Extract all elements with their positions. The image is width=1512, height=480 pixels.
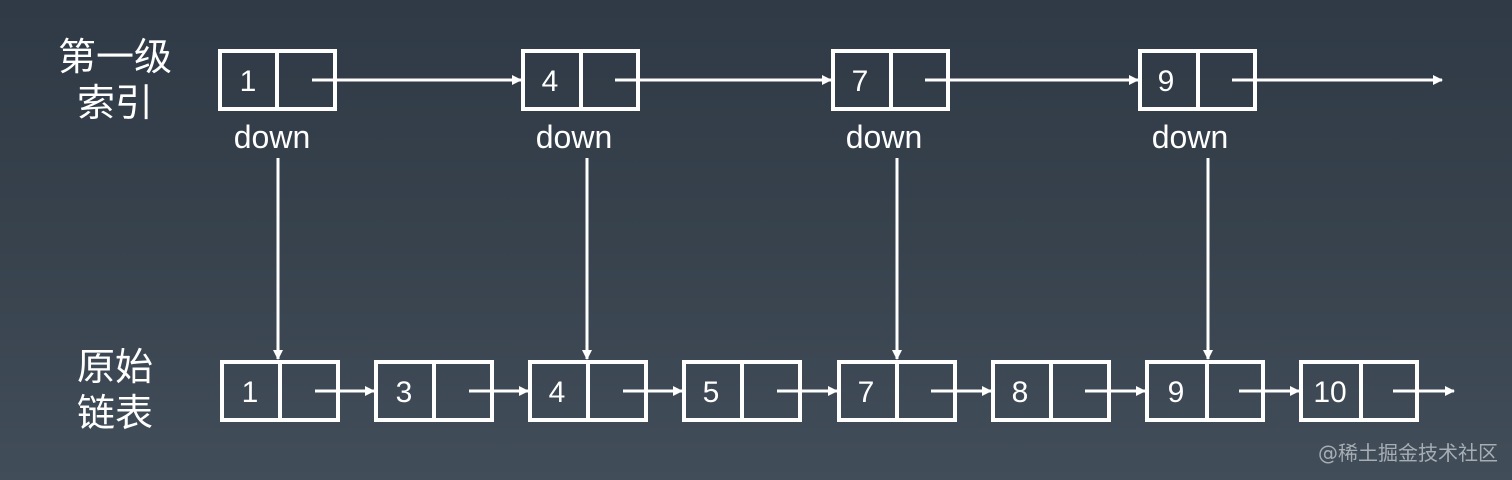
list-node-value: 8 (1012, 376, 1029, 409)
list-node-value: 7 (858, 376, 875, 409)
index-node: 1 down (218, 49, 337, 155)
down-pointer-label: down (846, 119, 923, 155)
index-node: 7 down (831, 49, 950, 155)
original-list-label-line2: 链表 (76, 391, 153, 435)
list-node-value: 9 (1168, 376, 1185, 409)
list-node-value: 4 (549, 376, 566, 409)
list-node-value: 3 (396, 376, 413, 409)
down-pointer-label: down (536, 119, 613, 155)
index-node-value: 4 (542, 65, 559, 98)
index-level-label-line1: 第一级 (57, 35, 172, 79)
index-node-value: 1 (240, 65, 257, 98)
list-node-value: 1 (242, 376, 259, 409)
index-node-value: 9 (1158, 65, 1175, 98)
down-pointer-label: down (1152, 119, 1229, 155)
list-node-value: 5 (703, 376, 720, 409)
index-node-value: 7 (852, 65, 869, 98)
watermark: @稀土掘金技术社区 (1318, 441, 1498, 465)
down-pointer-label: down (234, 119, 311, 155)
list-node: 10 (1299, 360, 1419, 422)
original-list-label-line1: 原始 (76, 345, 153, 389)
down-arrows (273, 158, 1213, 360)
list-node-value: 10 (1313, 376, 1346, 409)
index-node: 9 down (1138, 49, 1257, 155)
index-level-label: 第一级 索引 (40, 34, 190, 126)
original-list-label: 原始 链表 (40, 344, 190, 436)
index-node: 4 down (521, 49, 640, 155)
index-level-label-line2: 索引 (76, 81, 153, 125)
